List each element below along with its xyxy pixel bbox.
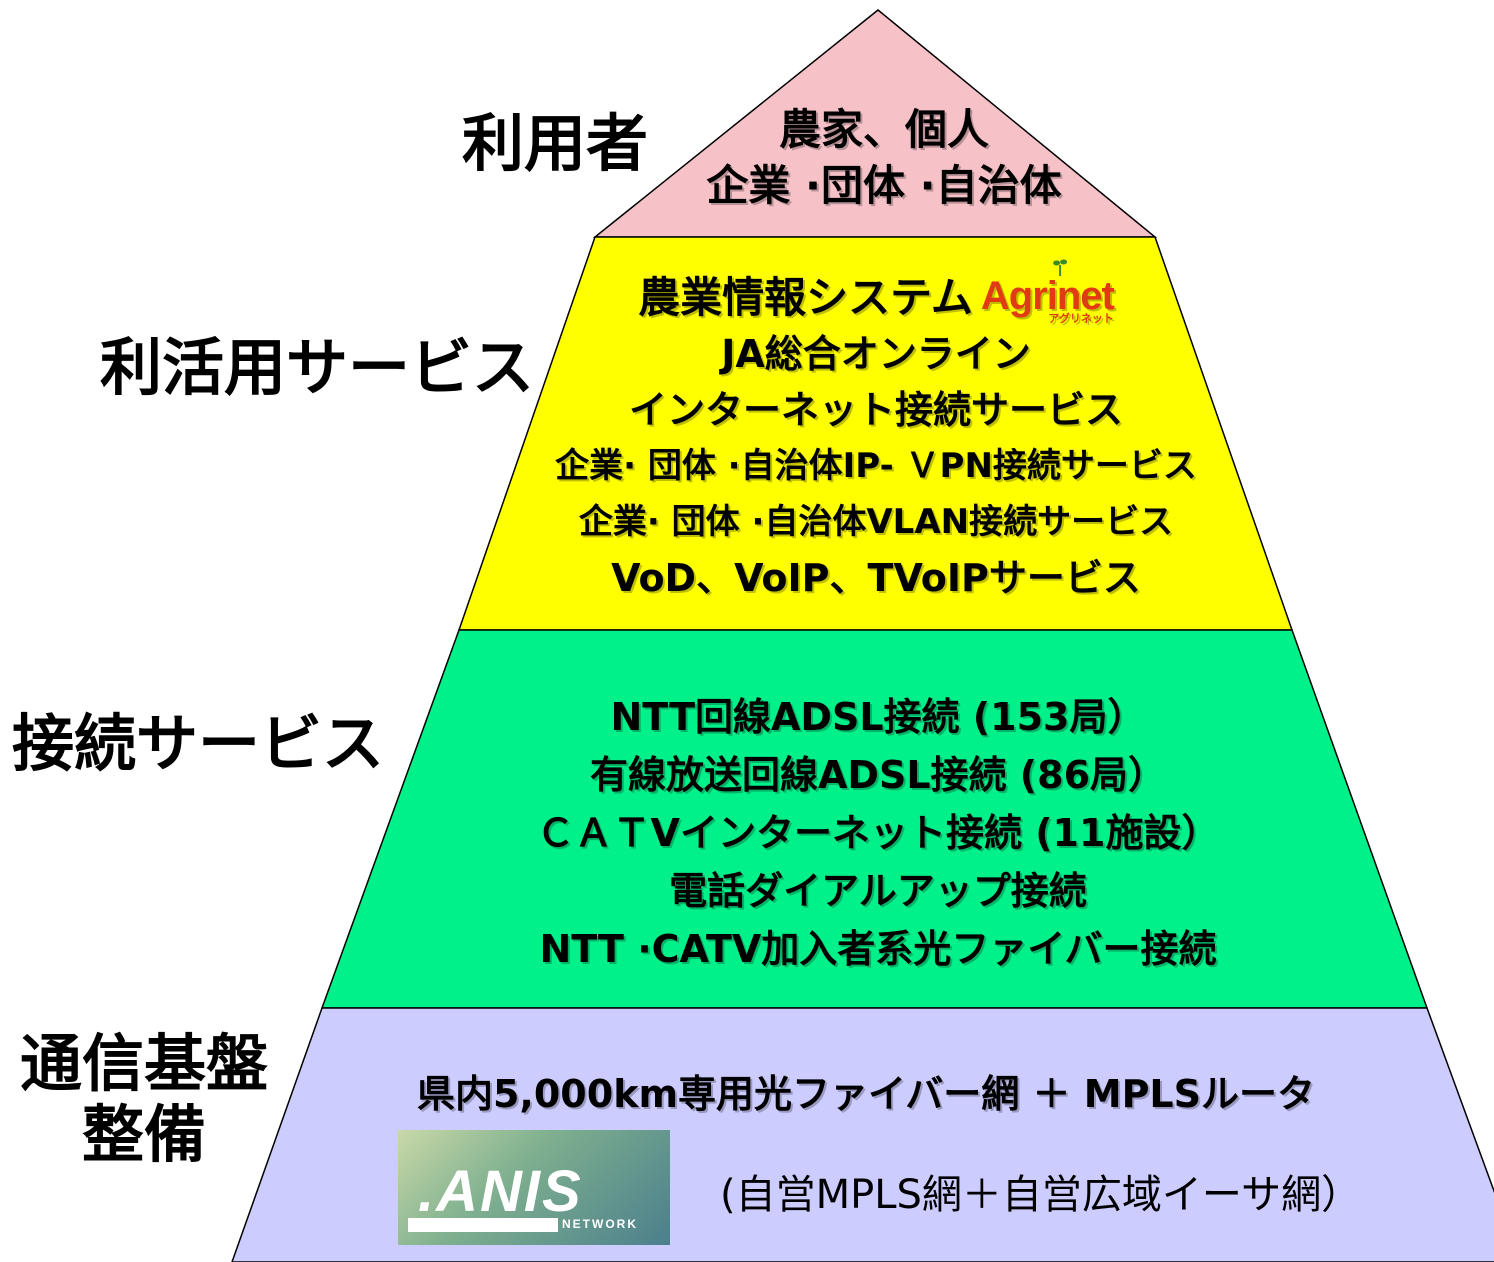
connection-line: NTT回線ADSL接続 (153局） [610,695,1146,739]
label-connection: 接続サービス [12,707,385,780]
service-line: 企業· 団体 ·自治体VLAN接続サービス [578,502,1174,542]
tier-base-text: 県内5,000km専用光ファイバー網 ＋ MPLSルータ [417,1070,1315,1118]
service-line: VoD、VoIP、TVoIPサービス [611,556,1141,600]
anis-logo-sub: NETWORK [562,1217,638,1231]
tier-users-text: 農家、個人 企業 ·団体 ·自治体 [706,102,1061,214]
sprout-icon [1052,259,1067,276]
label-base-line2: 整備 [82,1098,207,1172]
anis-logo-text: .ANIS [418,1159,583,1224]
service-line: インターネット接続サービス [628,388,1123,432]
label-services: 利活用サービス [100,331,535,404]
connection-line: 電話ダイアルアップ接続 [669,869,1087,913]
users-line: 企業 ·団体 ·自治体 [706,161,1062,210]
label-users: 利用者 [462,107,649,180]
connection-line: NTT ·CATV加入者系光ファイバー接続 [539,927,1217,971]
base-line-2: (自営MPLS網＋自営広域イーサ網） [720,1172,1362,1218]
anis-network-logo: .ANIS NETWORK [398,1130,670,1245]
tier-connection-text: NTT回線ADSL接続 (153局） 有線放送回線ADSL接続 (86局） ＣＡ… [537,688,1220,978]
anis-logo-bar [408,1218,558,1232]
users-line: 農家、個人 [778,105,989,154]
service-line: 農業情報システム [638,273,973,322]
agrinet-logo-sub: アグリネット [1048,313,1114,325]
connection-line: 有線放送回線ADSL接続 (86局） [589,753,1167,797]
connection-line: ＣＡＴVインターネット接続 (11施設） [536,811,1220,855]
label-base-line1: 通信基盤 [20,1027,269,1100]
service-line: JA総合オンライン [721,332,1031,376]
base-line: 県内5,000km専用光ファイバー網 ＋ MPLSルータ [416,1072,1316,1116]
label-base: 通信基盤 整備 [20,1028,268,1171]
service-line: 企業· 団体 ·自治体IP- ＶPN接続サービス [555,446,1197,486]
agrinet-logo-text: Agrinet [980,274,1115,318]
